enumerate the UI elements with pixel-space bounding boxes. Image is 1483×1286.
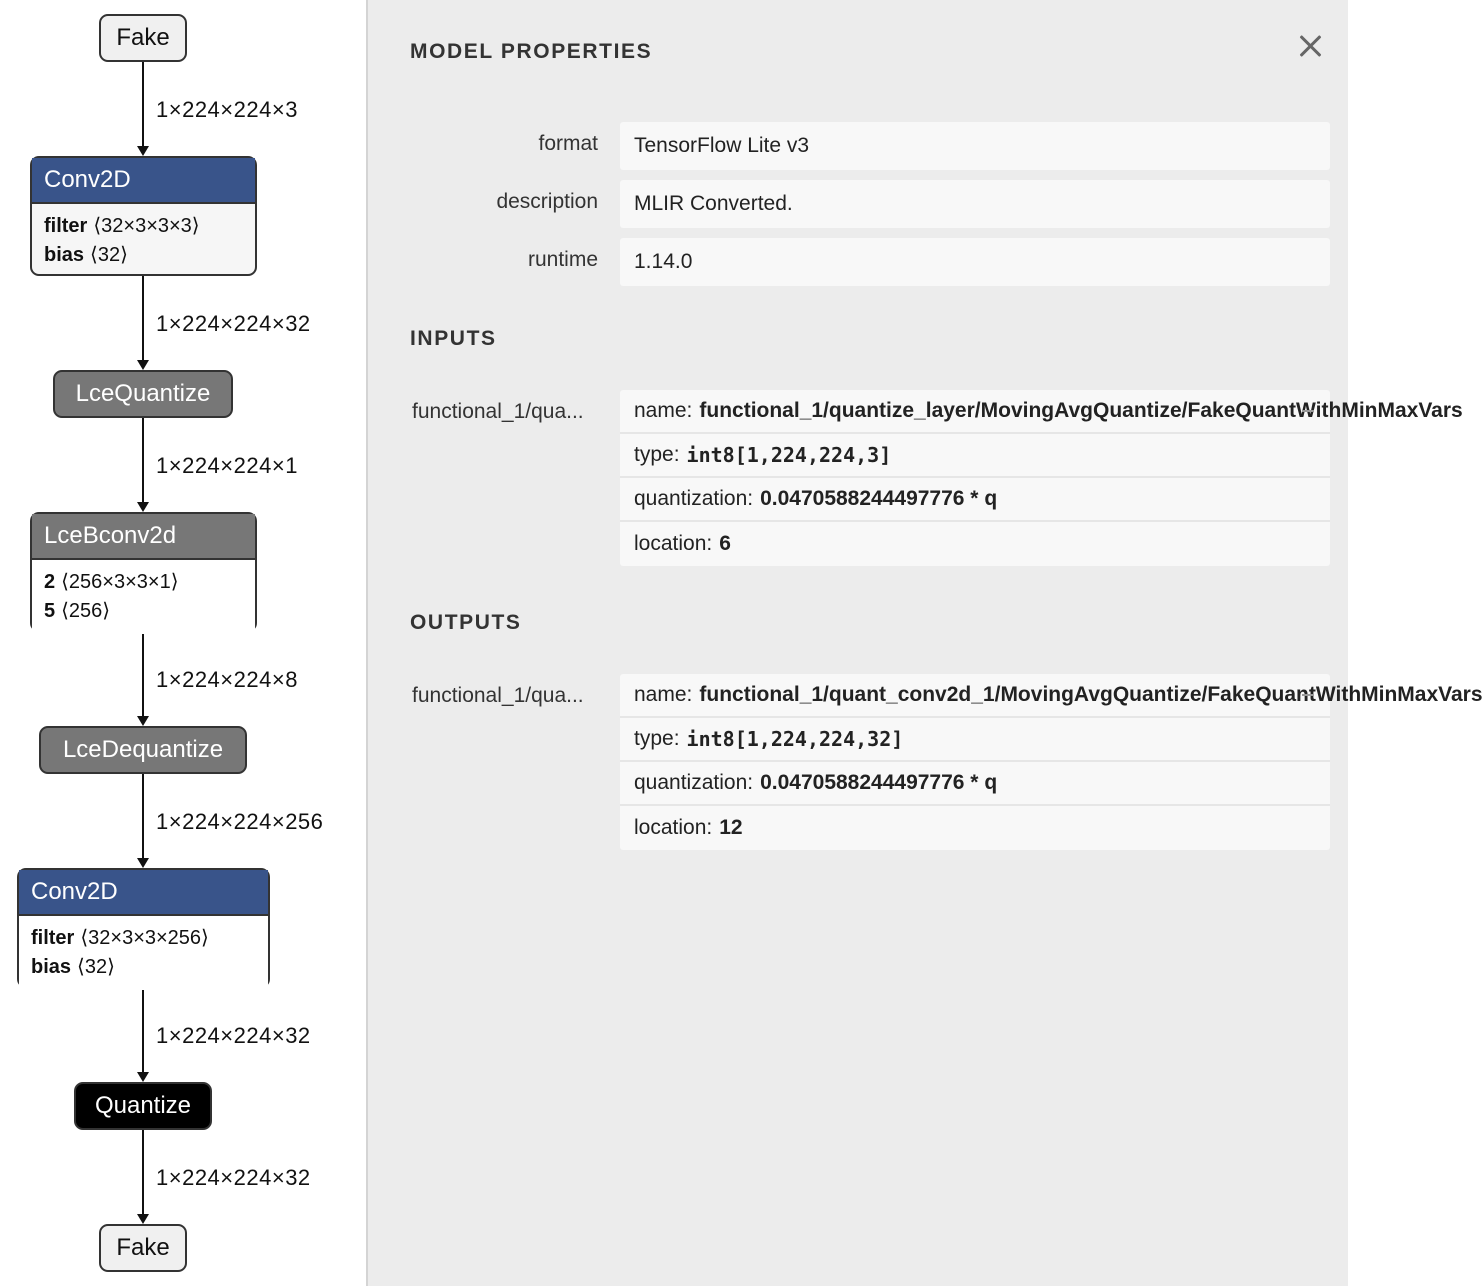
outputs-title: OUTPUTS (410, 611, 522, 634)
edge-arrow (137, 716, 149, 726)
attr-value: ⟨256⟩ (61, 600, 111, 622)
input-label: functional_1/qua... (412, 400, 584, 423)
attr-value: ⟨256×3×3×1⟩ (61, 571, 179, 593)
lce-dequantize-node[interactable]: LceDequantize (39, 726, 247, 774)
node-attribute: filter⟨32×3×3×256⟩ (31, 924, 256, 953)
panel-title: MODEL PROPERTIES (410, 40, 653, 63)
edge-label: 1×224×224×1 (156, 453, 298, 478)
attr-value: ⟨32⟩ (90, 244, 128, 266)
model-properties-panel: MODEL PROPERTIES format TensorFlow Lite … (366, 0, 1483, 1286)
field-key: name: (634, 399, 693, 422)
input-location-value: 6 (719, 532, 731, 555)
collapse-icon[interactable] (1302, 694, 1314, 696)
output-name-row: name: functional_1/quant_conv2d_1/Moving… (620, 674, 1483, 718)
property-label: description (496, 190, 598, 213)
edge-label: 1×224×224×8 (156, 667, 298, 692)
node-title: LceBconv2d (32, 514, 255, 560)
output-details: name: functional_1/quant_conv2d_1/Moving… (620, 674, 1483, 850)
edge-arrow (137, 858, 149, 868)
node-title: Conv2D (32, 158, 255, 204)
attr-key: 5 (44, 600, 56, 622)
field-key: quantization: (634, 487, 754, 510)
node-attribute: bias⟨32⟩ (44, 241, 243, 270)
close-icon[interactable] (1294, 30, 1326, 62)
inputs-title: INPUTS (410, 327, 497, 350)
attr-key: bias (31, 956, 72, 978)
edge-label: 1×224×224×256 (156, 809, 324, 834)
edge-arrow (137, 502, 149, 512)
conv2d-node-1[interactable]: Conv2D filter⟨32×3×3×3⟩ bias⟨32⟩ (30, 156, 257, 276)
property-value: 1.14.0 (620, 238, 1330, 286)
edge-arrow (137, 360, 149, 370)
edge-line (142, 62, 144, 148)
input-name-value: functional_1/quantize_layer/MovingAvgQua… (699, 399, 1463, 422)
edge-line (142, 632, 144, 718)
field-key: name: (634, 683, 693, 706)
output-name-value: functional_1/quant_conv2d_1/MovingAvgQua… (699, 683, 1483, 706)
field-key: location: (634, 532, 713, 555)
input-location-row: location: 6 (620, 522, 1330, 566)
input-type-row: type: int8[1,224,224,3] (620, 434, 1330, 478)
input-type-value: int8[1,224,224,3] (686, 443, 892, 467)
property-value: TensorFlow Lite v3 (620, 122, 1330, 170)
output-location-value: 12 (719, 816, 743, 839)
output-type-value: int8[1,224,224,32] (686, 727, 904, 751)
output-quantization-value: 0.0470588244497776 * q (760, 771, 998, 794)
input-quantization-row: quantization: 0.0470588244497776 * q (620, 478, 1330, 522)
output-quantization-row: quantization: 0.0470588244497776 * q (620, 762, 1330, 806)
lce-quantize-node[interactable]: LceQuantize (53, 370, 233, 418)
edge-line (142, 276, 144, 362)
output-type-row: type: int8[1,224,224,32] (620, 718, 1330, 762)
edge-line (142, 774, 144, 860)
quantize-node[interactable]: Quantize (74, 1082, 212, 1130)
attr-key: filter (31, 927, 75, 949)
edge-line (142, 1130, 144, 1216)
node-title: Conv2D (19, 870, 268, 916)
node-attribute: filter⟨32×3×3×3⟩ (44, 212, 243, 241)
edge-arrow (137, 1214, 149, 1224)
attr-value: ⟨32⟩ (77, 956, 115, 978)
collapse-icon[interactable] (1302, 410, 1314, 412)
output-node[interactable]: Fake (99, 1224, 187, 1272)
edge-label: 1×224×224×32 (156, 1023, 311, 1048)
node-attribute: 2⟨256×3×3×1⟩ (44, 568, 243, 597)
property-label: format (538, 132, 598, 155)
attr-key: filter (44, 215, 88, 237)
input-name-row: name: functional_1/quantize_layer/Moving… (620, 390, 1463, 434)
graph-canvas[interactable]: 1×224×224×3 1×224×224×32 1×224×224×1 1×2… (0, 0, 366, 1286)
field-key: type: (634, 443, 680, 466)
edge-line (142, 988, 144, 1074)
conv2d-node-2[interactable]: Conv2D filter⟨32×3×3×256⟩ bias⟨32⟩ (17, 868, 270, 990)
edge-label: 1×224×224×3 (156, 97, 298, 122)
attr-key: 2 (44, 571, 56, 593)
attr-value: ⟨32×3×3×256⟩ (80, 927, 209, 949)
node-attribute: 5⟨256⟩ (44, 597, 243, 626)
property-value: MLIR Converted. (620, 180, 1330, 228)
edge-label: 1×224×224×32 (156, 1165, 311, 1190)
field-key: quantization: (634, 771, 754, 794)
attr-value: ⟨32×3×3×3⟩ (93, 215, 200, 237)
output-location-row: location: 12 (620, 806, 1330, 850)
input-quantization-value: 0.0470588244497776 * q (760, 487, 998, 510)
edge-arrow (137, 146, 149, 156)
attr-key: bias (44, 244, 85, 266)
node-attribute: bias⟨32⟩ (31, 953, 256, 982)
lce-bconv2d-node[interactable]: LceBconv2d 2⟨256×3×3×1⟩ 5⟨256⟩ (30, 512, 257, 634)
input-node[interactable]: Fake (99, 14, 187, 62)
edge-label: 1×224×224×32 (156, 311, 311, 336)
field-key: type: (634, 727, 680, 750)
property-label: runtime (527, 248, 598, 271)
output-label: functional_1/qua... (412, 684, 584, 707)
edge-arrow (137, 1072, 149, 1082)
input-details: name: functional_1/quantize_layer/Moving… (620, 390, 1463, 566)
edge-line (142, 418, 144, 504)
field-key: location: (634, 816, 713, 839)
